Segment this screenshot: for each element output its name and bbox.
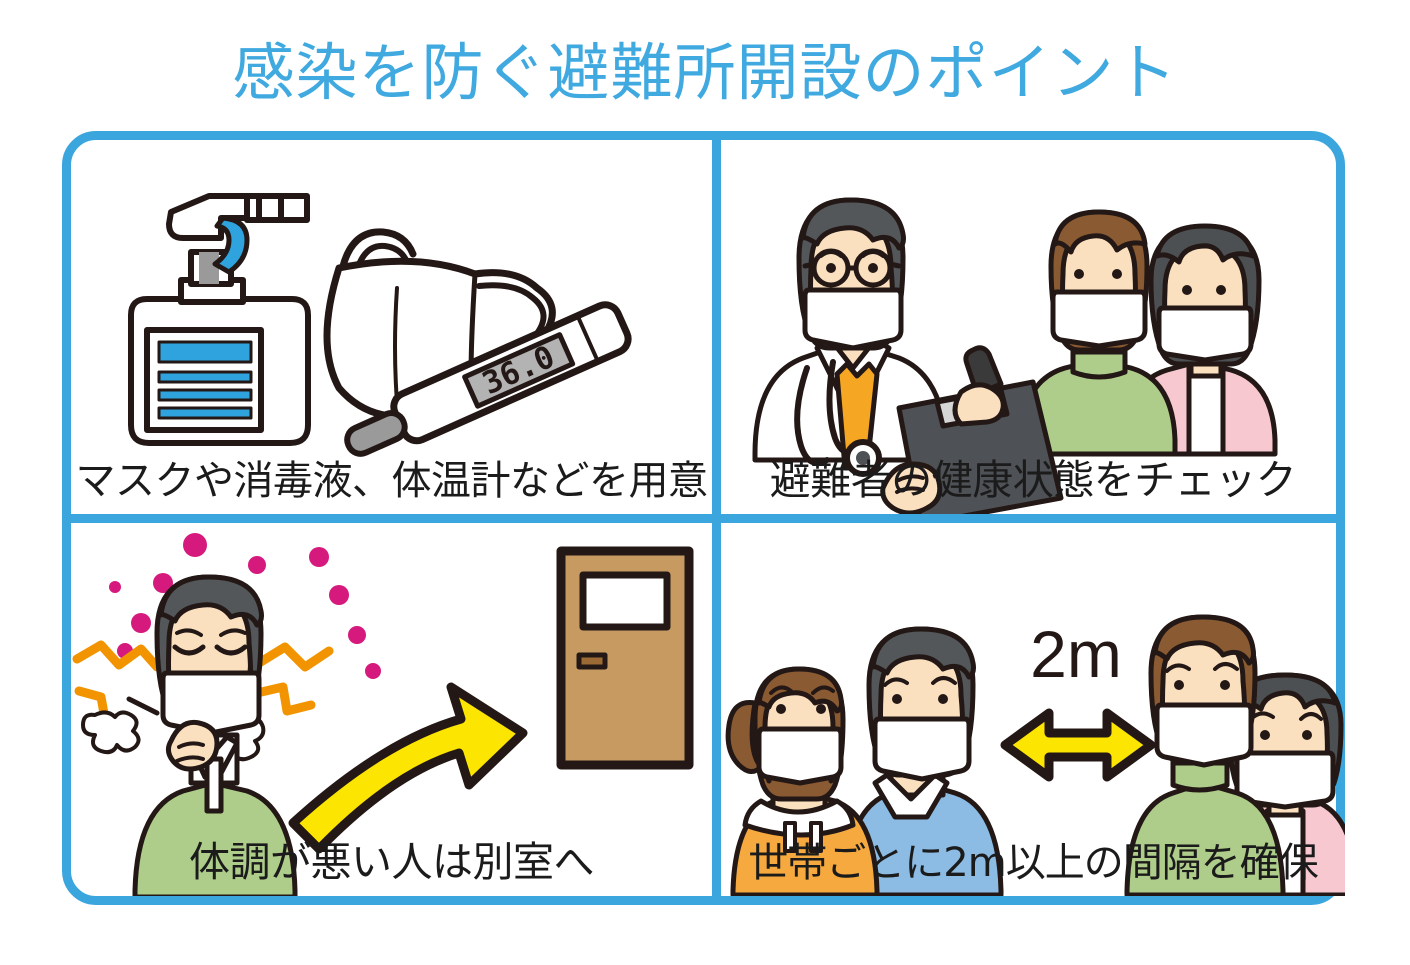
fever-zigzag-icon bbox=[72, 640, 334, 724]
panel-distance: 2m bbox=[721, 523, 1345, 896]
yellow-curved-arrow-icon bbox=[288, 682, 528, 854]
panel-separate-room: 体調が悪い人は別室へ bbox=[71, 523, 712, 896]
double-arrow-icon bbox=[1000, 708, 1156, 782]
panel-health-check-illustration bbox=[752, 197, 1278, 514]
clipboard-icon bbox=[880, 345, 1064, 514]
evacuee-man-icon bbox=[1018, 209, 1178, 457]
family-right-icon bbox=[1124, 614, 1345, 896]
panel-health-check: 避難者の健康状態をチェック bbox=[721, 140, 1345, 514]
spray-bottle-icon bbox=[128, 193, 311, 446]
distance-label: 2m bbox=[1030, 617, 1122, 691]
panel-separate-room-illustration bbox=[72, 533, 694, 896]
doctor-figure-icon bbox=[752, 197, 1064, 514]
door-icon bbox=[556, 546, 694, 770]
page-title: 感染を防ぐ避難所開設のポイント bbox=[232, 36, 1178, 109]
sick-person-icon bbox=[132, 574, 298, 896]
panel-separate-room-caption: 体調が悪い人は別室へ bbox=[189, 837, 595, 886]
panel-supplies-illustration: 36.0 bbox=[128, 193, 632, 457]
grid-divider-horizontal bbox=[62, 514, 1345, 523]
panel-distance-caption: 世帯ごとに2m以上の間隔を確保 bbox=[748, 840, 1318, 886]
panel-supplies-caption: マスクや消毒液、体温計などを用意 bbox=[75, 458, 709, 504]
panel-health-check-caption: 避難者の健康状態をチェック bbox=[769, 455, 1297, 504]
germ-dots-icon bbox=[109, 533, 381, 679]
family-left-icon bbox=[725, 626, 1004, 896]
panel-distance-illustration: 2m bbox=[725, 614, 1345, 896]
panel-supplies: 36.0 マスクや消毒液、体温計などを用意 bbox=[71, 140, 712, 514]
